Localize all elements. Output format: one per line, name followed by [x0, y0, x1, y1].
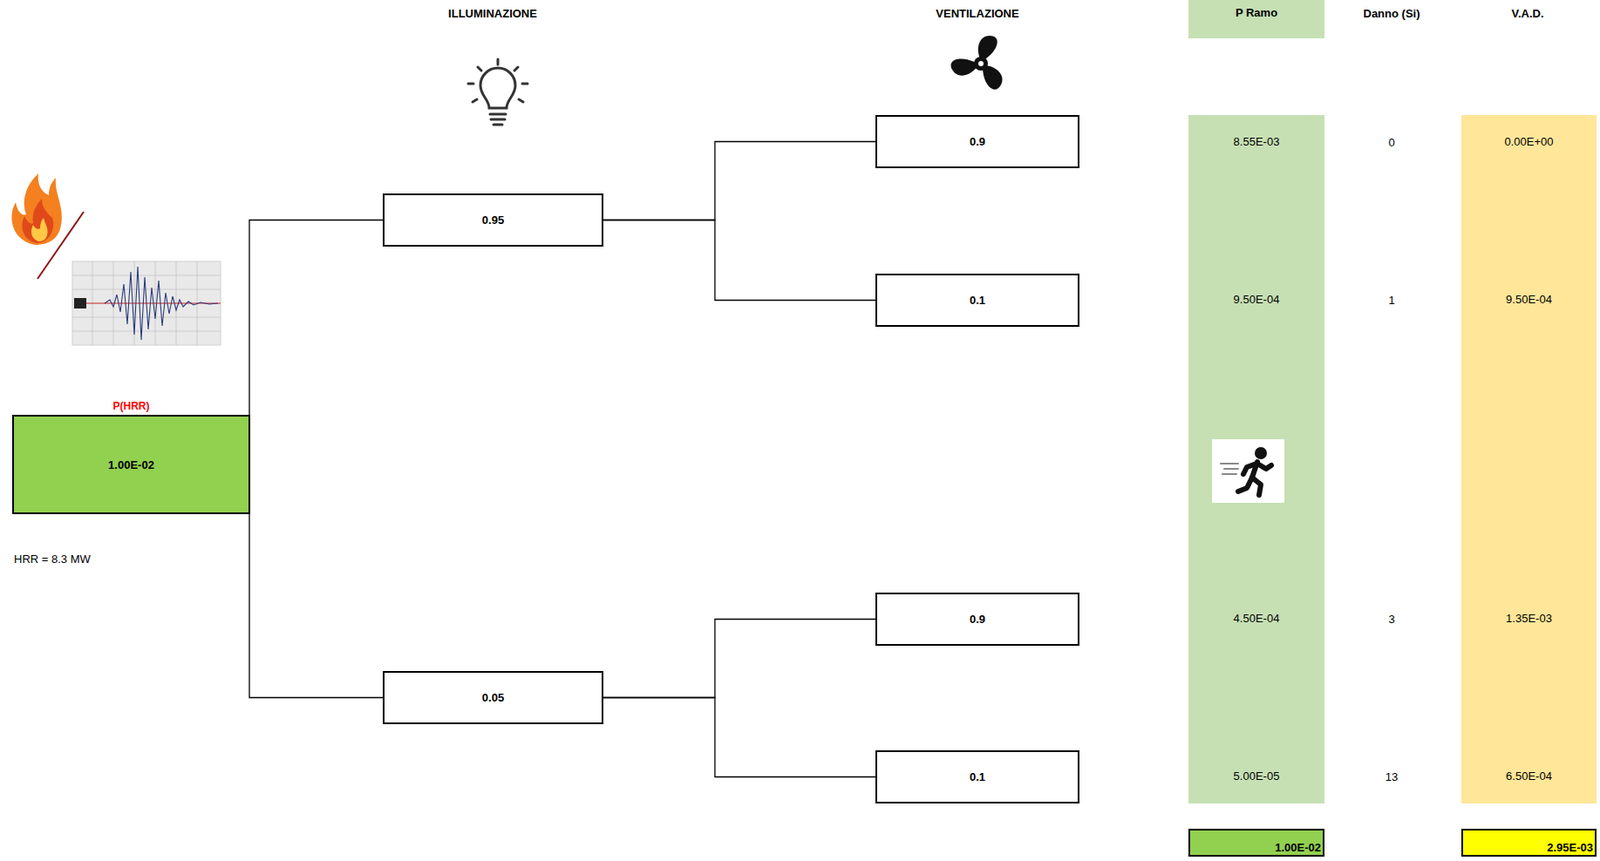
column-header-band: P Ramo	[1188, 0, 1325, 39]
tree-branch-line	[603, 698, 876, 778]
box-text: 1.00E-02	[1274, 841, 1321, 855]
box-text: P Ramo	[1235, 6, 1278, 20]
value-text: 6.50E-04	[1461, 769, 1597, 783]
box-text: 0.95	[482, 213, 504, 227]
tree-branch-line	[603, 220, 876, 301]
column-header: VENTILAZIONE	[935, 6, 1019, 21]
tree-branch-line	[249, 464, 383, 699]
lightbulb-icon	[468, 59, 528, 125]
column-header: Danno (Si)	[1363, 6, 1421, 21]
fan-icon	[948, 35, 1007, 92]
vad-band: 0.00E+00 9.50E-04 1.35E-03 6.50E-04	[1461, 115, 1597, 804]
box-text: 0.9	[969, 612, 986, 627]
tree-branch-line	[603, 142, 876, 221]
tree-branch-line	[249, 220, 383, 466]
value-text: 8.55E-03	[1188, 135, 1325, 149]
total-box: 2.95E-03	[1461, 829, 1597, 858]
branch-box: 0.9	[875, 115, 1080, 169]
value-text: 4.50E-04	[1188, 612, 1325, 626]
value-text: 9.50E-04	[1461, 292, 1597, 307]
value-text: 0.00E+00	[1461, 135, 1597, 149]
damage-value: 3	[1388, 612, 1395, 627]
initiating-event-box: P(HRR)1.00E-02	[12, 415, 251, 515]
escape-icon	[1211, 439, 1285, 504]
box-text: 0.1	[969, 770, 986, 784]
fire-icon	[11, 173, 62, 246]
note-text: HRR = 8.3 MW	[13, 552, 91, 566]
branch-box: 0.1	[875, 273, 1080, 327]
tree-branch-line	[603, 619, 876, 699]
damage-value: 0	[1388, 136, 1395, 150]
column-header: V.A.D.	[1511, 6, 1544, 21]
seismograph-image	[72, 261, 221, 346]
branch-box: 0.9	[875, 592, 1080, 647]
heading-text: P(HRR)	[13, 400, 249, 413]
box-text: 0.1	[969, 293, 986, 307]
box-text: 1.00E-02	[108, 458, 155, 472]
value-text: 1.35E-03	[1461, 612, 1597, 626]
total-box: 1.00E-02	[1188, 829, 1325, 858]
box-text: 2.95E-03	[1546, 841, 1594, 855]
box-text: 0.9	[969, 135, 986, 149]
value-text: 5.00E-05	[1188, 769, 1325, 783]
branch-box: 0.95	[382, 193, 604, 247]
box-text: 0.05	[482, 691, 504, 705]
column-header: ILLUMINAZIONE	[448, 6, 538, 21]
branch-box: 0.1	[875, 750, 1080, 804]
damage-value: 1	[1388, 293, 1395, 307]
damage-value: 13	[1385, 770, 1398, 784]
branch-box: 0.05	[382, 671, 604, 725]
value-text: 9.50E-04	[1188, 292, 1325, 307]
